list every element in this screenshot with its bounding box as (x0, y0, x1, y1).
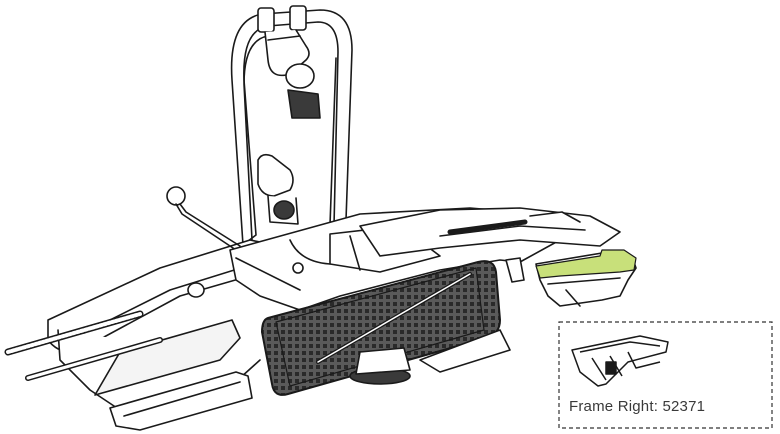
rear-light-left (109, 371, 253, 431)
threaded-rod-upper (4, 310, 144, 356)
wheel-tray-right (359, 207, 621, 257)
cable-handle (166, 186, 241, 251)
frame-right-highlight (535, 249, 637, 279)
frame-right-part-label: Frame Right: 52371 (569, 398, 706, 415)
rear-light-right (419, 329, 511, 373)
part-callout-box (558, 321, 773, 429)
frame-holder-upper (257, 5, 321, 119)
frame-holder-lower (257, 153, 299, 225)
threaded-rod-lower (25, 337, 163, 381)
carrier-drawing (4, 5, 637, 431)
frame-right-detail-icon (571, 335, 669, 387)
hitch-coupling (349, 347, 411, 385)
license-plate-panel (261, 260, 501, 396)
